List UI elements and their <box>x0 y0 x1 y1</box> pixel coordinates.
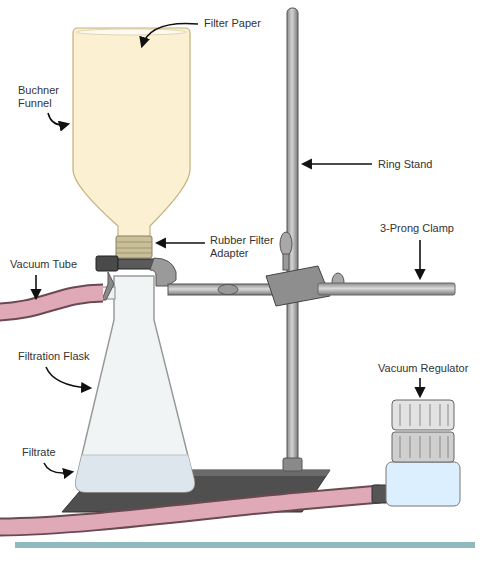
filtration-flask <box>76 276 195 492</box>
regulator-knob <box>392 432 454 462</box>
regulator-cap <box>392 400 454 430</box>
clamp-arm <box>168 284 278 295</box>
leader-arrows <box>36 23 420 472</box>
leader-arrow <box>419 240 421 278</box>
part-label: Buchner Funnel <box>18 84 74 110</box>
part-label: Rubber Filter Adapter <box>210 234 288 260</box>
clamp-screw <box>283 254 289 270</box>
rod-foot <box>283 458 302 471</box>
leader-arrow <box>44 463 72 473</box>
bottom-rule <box>15 542 475 548</box>
clamp-knob <box>280 232 292 256</box>
vacuum-tube-outline <box>0 293 103 312</box>
filtrate-liquid <box>76 455 195 492</box>
vacuum-tube <box>0 293 103 312</box>
knob-ridges <box>400 404 448 458</box>
leader-arrow <box>35 275 37 298</box>
part-label: Vacuum Regulator <box>378 362 468 375</box>
leader-arrow <box>419 378 421 396</box>
leader-arrow <box>142 23 198 46</box>
clamp-pad <box>96 256 118 271</box>
rubber-adapter <box>116 236 152 258</box>
vacuum-tube <box>0 494 380 527</box>
wing-nut <box>218 285 238 295</box>
adapter-rib <box>116 248 152 249</box>
buchner-funnel <box>73 28 190 238</box>
leader-arrow <box>48 113 68 125</box>
clamp-prong <box>150 258 176 286</box>
vacuum-tube-outline <box>0 494 380 527</box>
adapter-rib <box>116 242 152 243</box>
filtrate-surface <box>82 455 188 456</box>
leader-arrow <box>303 163 372 165</box>
regulator-body <box>386 462 460 506</box>
adapter-rib <box>116 253 152 254</box>
part-label: Vacuum Tube <box>10 258 77 271</box>
clamp-prong <box>102 272 114 300</box>
part-label: 3-Prong Clamp <box>380 222 454 235</box>
leader-arrow <box>157 242 205 244</box>
clamp-jaw <box>118 259 154 269</box>
part-label: Filter Paper <box>204 17 261 30</box>
filter-paper <box>77 29 187 35</box>
part-label: Filtration Flask <box>18 350 90 363</box>
part-label: Ring Stand <box>378 158 432 171</box>
part-label: Filtrate <box>22 446 56 459</box>
leader-arrow <box>46 367 90 388</box>
clamp-rod <box>318 283 455 295</box>
